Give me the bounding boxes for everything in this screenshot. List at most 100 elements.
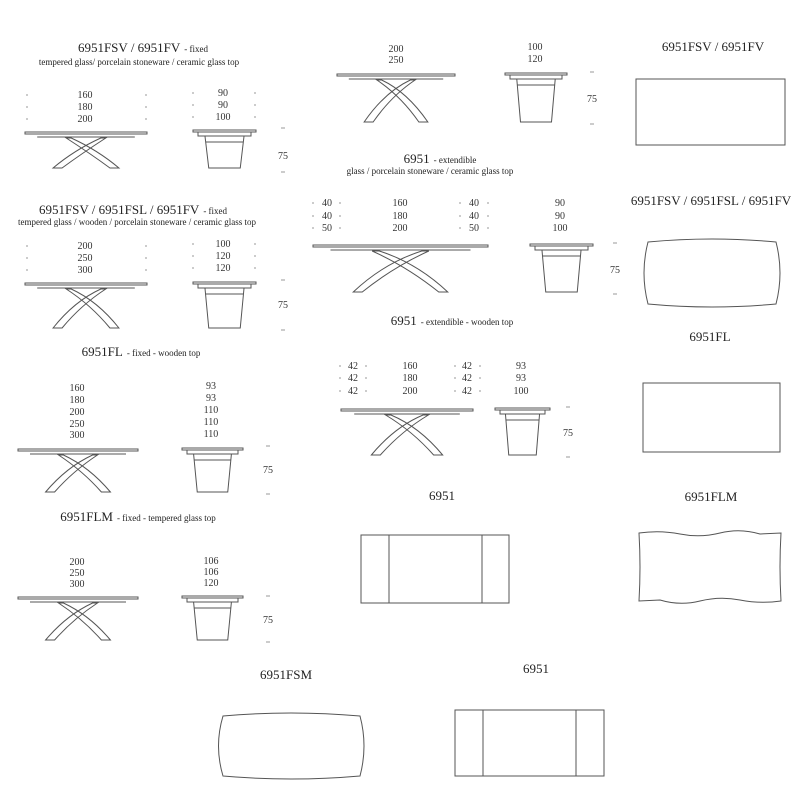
top-view-barrel	[218, 712, 365, 780]
extension-value: 40	[469, 211, 479, 222]
depth-value: 120	[216, 251, 231, 262]
front-view-top	[336, 73, 456, 77]
length-value: 200	[393, 223, 408, 234]
block-title: 6951FL	[82, 344, 123, 359]
front-view-leg	[351, 250, 430, 293]
block-title: 6951	[391, 313, 417, 328]
block-extendible-wood: 6951 - extendible - wooden top 42 42 42 …	[348, 312, 573, 439]
extension-value: 42	[462, 361, 472, 372]
front-view-leg	[56, 602, 112, 641]
extension-value: 42	[348, 361, 358, 372]
length-value: 300	[78, 265, 93, 276]
extension-value: 40	[322, 198, 332, 209]
svg-text:6951FLM - fixed - tempered gla: 6951FLM - fixed - tempered glass top	[60, 508, 216, 525]
front-view-lengths: 160 180 200	[78, 90, 93, 125]
depth-value: 93	[516, 361, 526, 372]
side-view-base	[193, 453, 232, 493]
depth-value: 100	[514, 386, 529, 397]
svg-text:6951FSV / 6951FV - fixed: 6951FSV / 6951FV - fixed	[78, 39, 209, 56]
top-view-extendible	[454, 709, 605, 777]
height-value: 75	[278, 300, 288, 311]
length-value: 200	[78, 241, 93, 252]
depth-value: 100	[216, 112, 231, 123]
front-view-leg	[383, 414, 444, 456]
extension-value: 40	[469, 198, 479, 209]
depth-value: 90	[555, 198, 565, 209]
side-view-plate	[186, 597, 239, 603]
length-value: 160	[393, 198, 408, 209]
top-view-label: 6951FSM	[260, 667, 312, 682]
front-view-leg	[375, 79, 429, 123]
block-subtitle: glass / porcelain stoneware / ceramic gl…	[347, 166, 514, 176]
length-value: 180	[78, 102, 93, 113]
height-value: 75	[263, 465, 273, 476]
depth-value: 93	[516, 373, 526, 384]
length-value: 250	[70, 568, 85, 579]
length-value: 180	[70, 395, 85, 406]
length-value: 160	[403, 361, 418, 372]
front-view-leg	[52, 288, 108, 329]
block-title: 6951FSV / 6951FSL / 6951FV	[39, 202, 200, 217]
top-view-barrel	[643, 238, 781, 308]
top-view-label: 6951	[429, 488, 455, 503]
side-view-plate	[509, 74, 563, 80]
depth-value: 110	[204, 429, 219, 440]
depth-value: 100	[553, 223, 568, 234]
svg-text:6951 - extendible - wooden top: 6951 - extendible - wooden top	[391, 312, 514, 329]
side-view-plate	[534, 245, 589, 251]
length-value: 300	[70, 579, 85, 590]
front-view-top	[17, 448, 139, 452]
block-suffix: - extendible	[434, 155, 477, 165]
depth-value: 110	[204, 405, 219, 416]
length-value: 180	[393, 211, 408, 222]
length-value: 200	[389, 44, 404, 55]
length-value: 250	[70, 419, 85, 430]
length-value: 200	[403, 386, 418, 397]
block-extendible-glass: 6951 - extendible glass / porcelain ston…	[322, 150, 620, 276]
height-value: 75	[278, 151, 288, 162]
depth-value: 120	[204, 578, 219, 589]
technical-drawings	[17, 71, 786, 780]
extension-value: 42	[348, 373, 358, 384]
height-value: 75	[587, 94, 597, 105]
block-fsv-fv-fixed: 6951FSV / 6951FV - fixed tempered glass/…	[39, 39, 288, 162]
block-subtitle: tempered glass/ porcelain stoneware / ce…	[39, 57, 240, 67]
block-title: 6951FLM	[60, 509, 113, 524]
length-value: 160	[78, 90, 93, 101]
depth-value: 120	[216, 263, 231, 274]
front-view-leg	[64, 288, 120, 329]
svg-text:6951 - extendible: 6951 - extendible	[404, 150, 477, 167]
length-value: 200	[70, 557, 85, 568]
side-view-base	[504, 413, 541, 456]
height-value: 75	[263, 615, 273, 626]
depth-value: 90	[218, 100, 228, 111]
top-view-label: 6951FL	[689, 329, 730, 344]
front-view-top	[24, 282, 148, 286]
top-view-extendible	[360, 534, 510, 604]
block-fsv-fsl-fv-fixed: 6951FSV / 6951FSL / 6951FV - fixed tempe…	[18, 202, 288, 311]
top-view-label: 6951	[523, 661, 549, 676]
front-view-leg	[363, 79, 417, 123]
depth-value: 90	[218, 88, 228, 99]
depth-value: 110	[204, 417, 219, 428]
side-view-base	[541, 249, 582, 293]
length-value: 250	[78, 253, 93, 264]
front-view-top	[312, 244, 489, 248]
top-view-label: 6951FSV / 6951FSL / 6951FV	[631, 193, 792, 208]
length-value: 300	[70, 430, 85, 441]
svg-text:6951FL - fixed - wooden top: 6951FL - fixed - wooden top	[82, 343, 201, 360]
length-value: 200	[70, 407, 85, 418]
depth-value: 90	[555, 211, 565, 222]
side-view-base	[204, 135, 245, 169]
block-suffix: - fixed	[203, 206, 227, 216]
depth-value: 120	[528, 54, 543, 65]
front-view-top	[17, 596, 139, 600]
side-view-base	[516, 78, 556, 123]
front-view-leg	[64, 137, 121, 169]
length-value: 160	[70, 383, 85, 394]
block-fl-fixed: 6951FL - fixed - wooden top 160 180 200 …	[70, 343, 274, 476]
front-view-leg	[56, 454, 112, 493]
extension-value: 42	[462, 386, 472, 397]
depth-value: 106	[204, 567, 219, 578]
